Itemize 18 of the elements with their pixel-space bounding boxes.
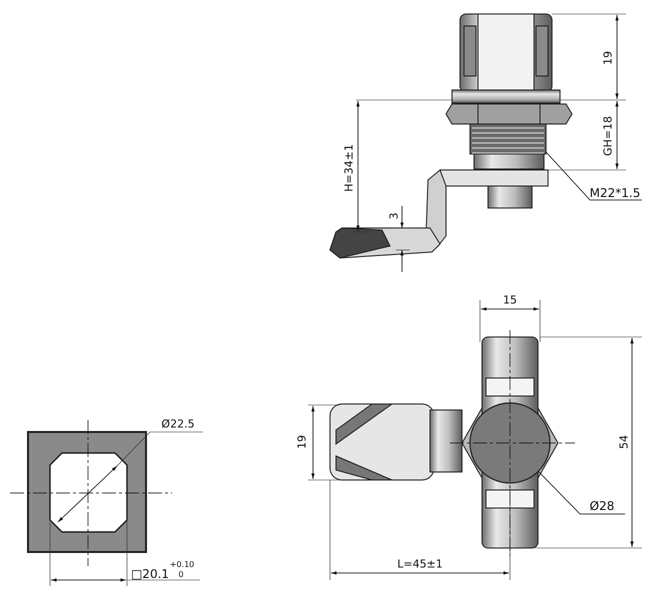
leader-line: [546, 152, 642, 200]
callout-label: M22*1.5: [590, 187, 640, 199]
dimension-label: 19: [602, 51, 614, 65]
thread-section: [470, 124, 546, 154]
dimension-label: 15: [503, 294, 517, 306]
dimension-label: 54: [618, 435, 630, 449]
dimension-label: 3: [388, 212, 400, 220]
dimension-label: +0.10: [170, 561, 194, 569]
dimension-label: L=45±1: [397, 558, 443, 570]
dimension-label: GH=18: [602, 116, 614, 156]
dimension-label: 0: [178, 571, 184, 579]
leader-line: [538, 470, 626, 514]
callout-label: Ø28: [590, 500, 614, 512]
dimension-label: H=34±1: [344, 144, 354, 192]
dimension-label: Ø22.5: [161, 418, 195, 430]
hub-circle: [469, 402, 551, 484]
dimension-label: □20.1: [130, 568, 170, 580]
dimension-label: 19: [296, 435, 308, 449]
